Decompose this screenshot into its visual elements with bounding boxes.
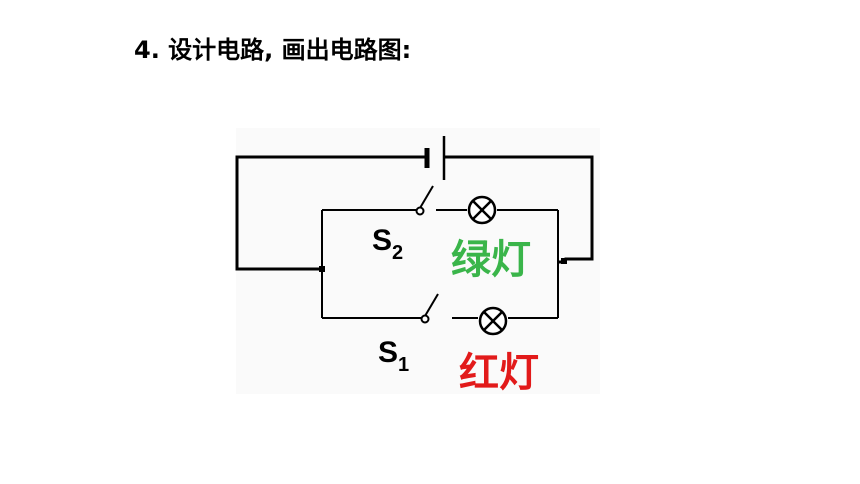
switch-s1-symbol xyxy=(420,293,439,324)
lamp-green-label: 绿灯 xyxy=(451,237,531,283)
switch-s1-pivot xyxy=(420,314,430,324)
branch-wires xyxy=(321,209,566,319)
lamp-green-symbol xyxy=(467,195,497,225)
question-title: 4. 设计电路, 画出电路图: xyxy=(134,36,412,64)
lamp-red-cross-2 xyxy=(483,311,503,331)
switch-s2-pivot xyxy=(415,206,425,216)
switch-s2-label: S2 xyxy=(372,224,403,264)
switch-s2-symbol xyxy=(415,185,434,216)
junction-right-dot xyxy=(561,258,567,264)
switch-s2-blade xyxy=(419,185,434,209)
lamp-red-symbol xyxy=(478,306,508,336)
outer-wires xyxy=(235,155,594,271)
battery-symbol xyxy=(424,136,446,180)
wire-left-outer xyxy=(235,155,427,271)
switch-s1-blade xyxy=(424,293,439,317)
switch-s1-label: S1 xyxy=(378,336,409,376)
junction-left-dot xyxy=(319,266,325,272)
figure-background xyxy=(236,128,600,394)
wire-right-outer xyxy=(444,155,594,261)
lamp-green-cross-2 xyxy=(472,200,492,220)
lamp-red-label: 红灯 xyxy=(459,350,539,396)
